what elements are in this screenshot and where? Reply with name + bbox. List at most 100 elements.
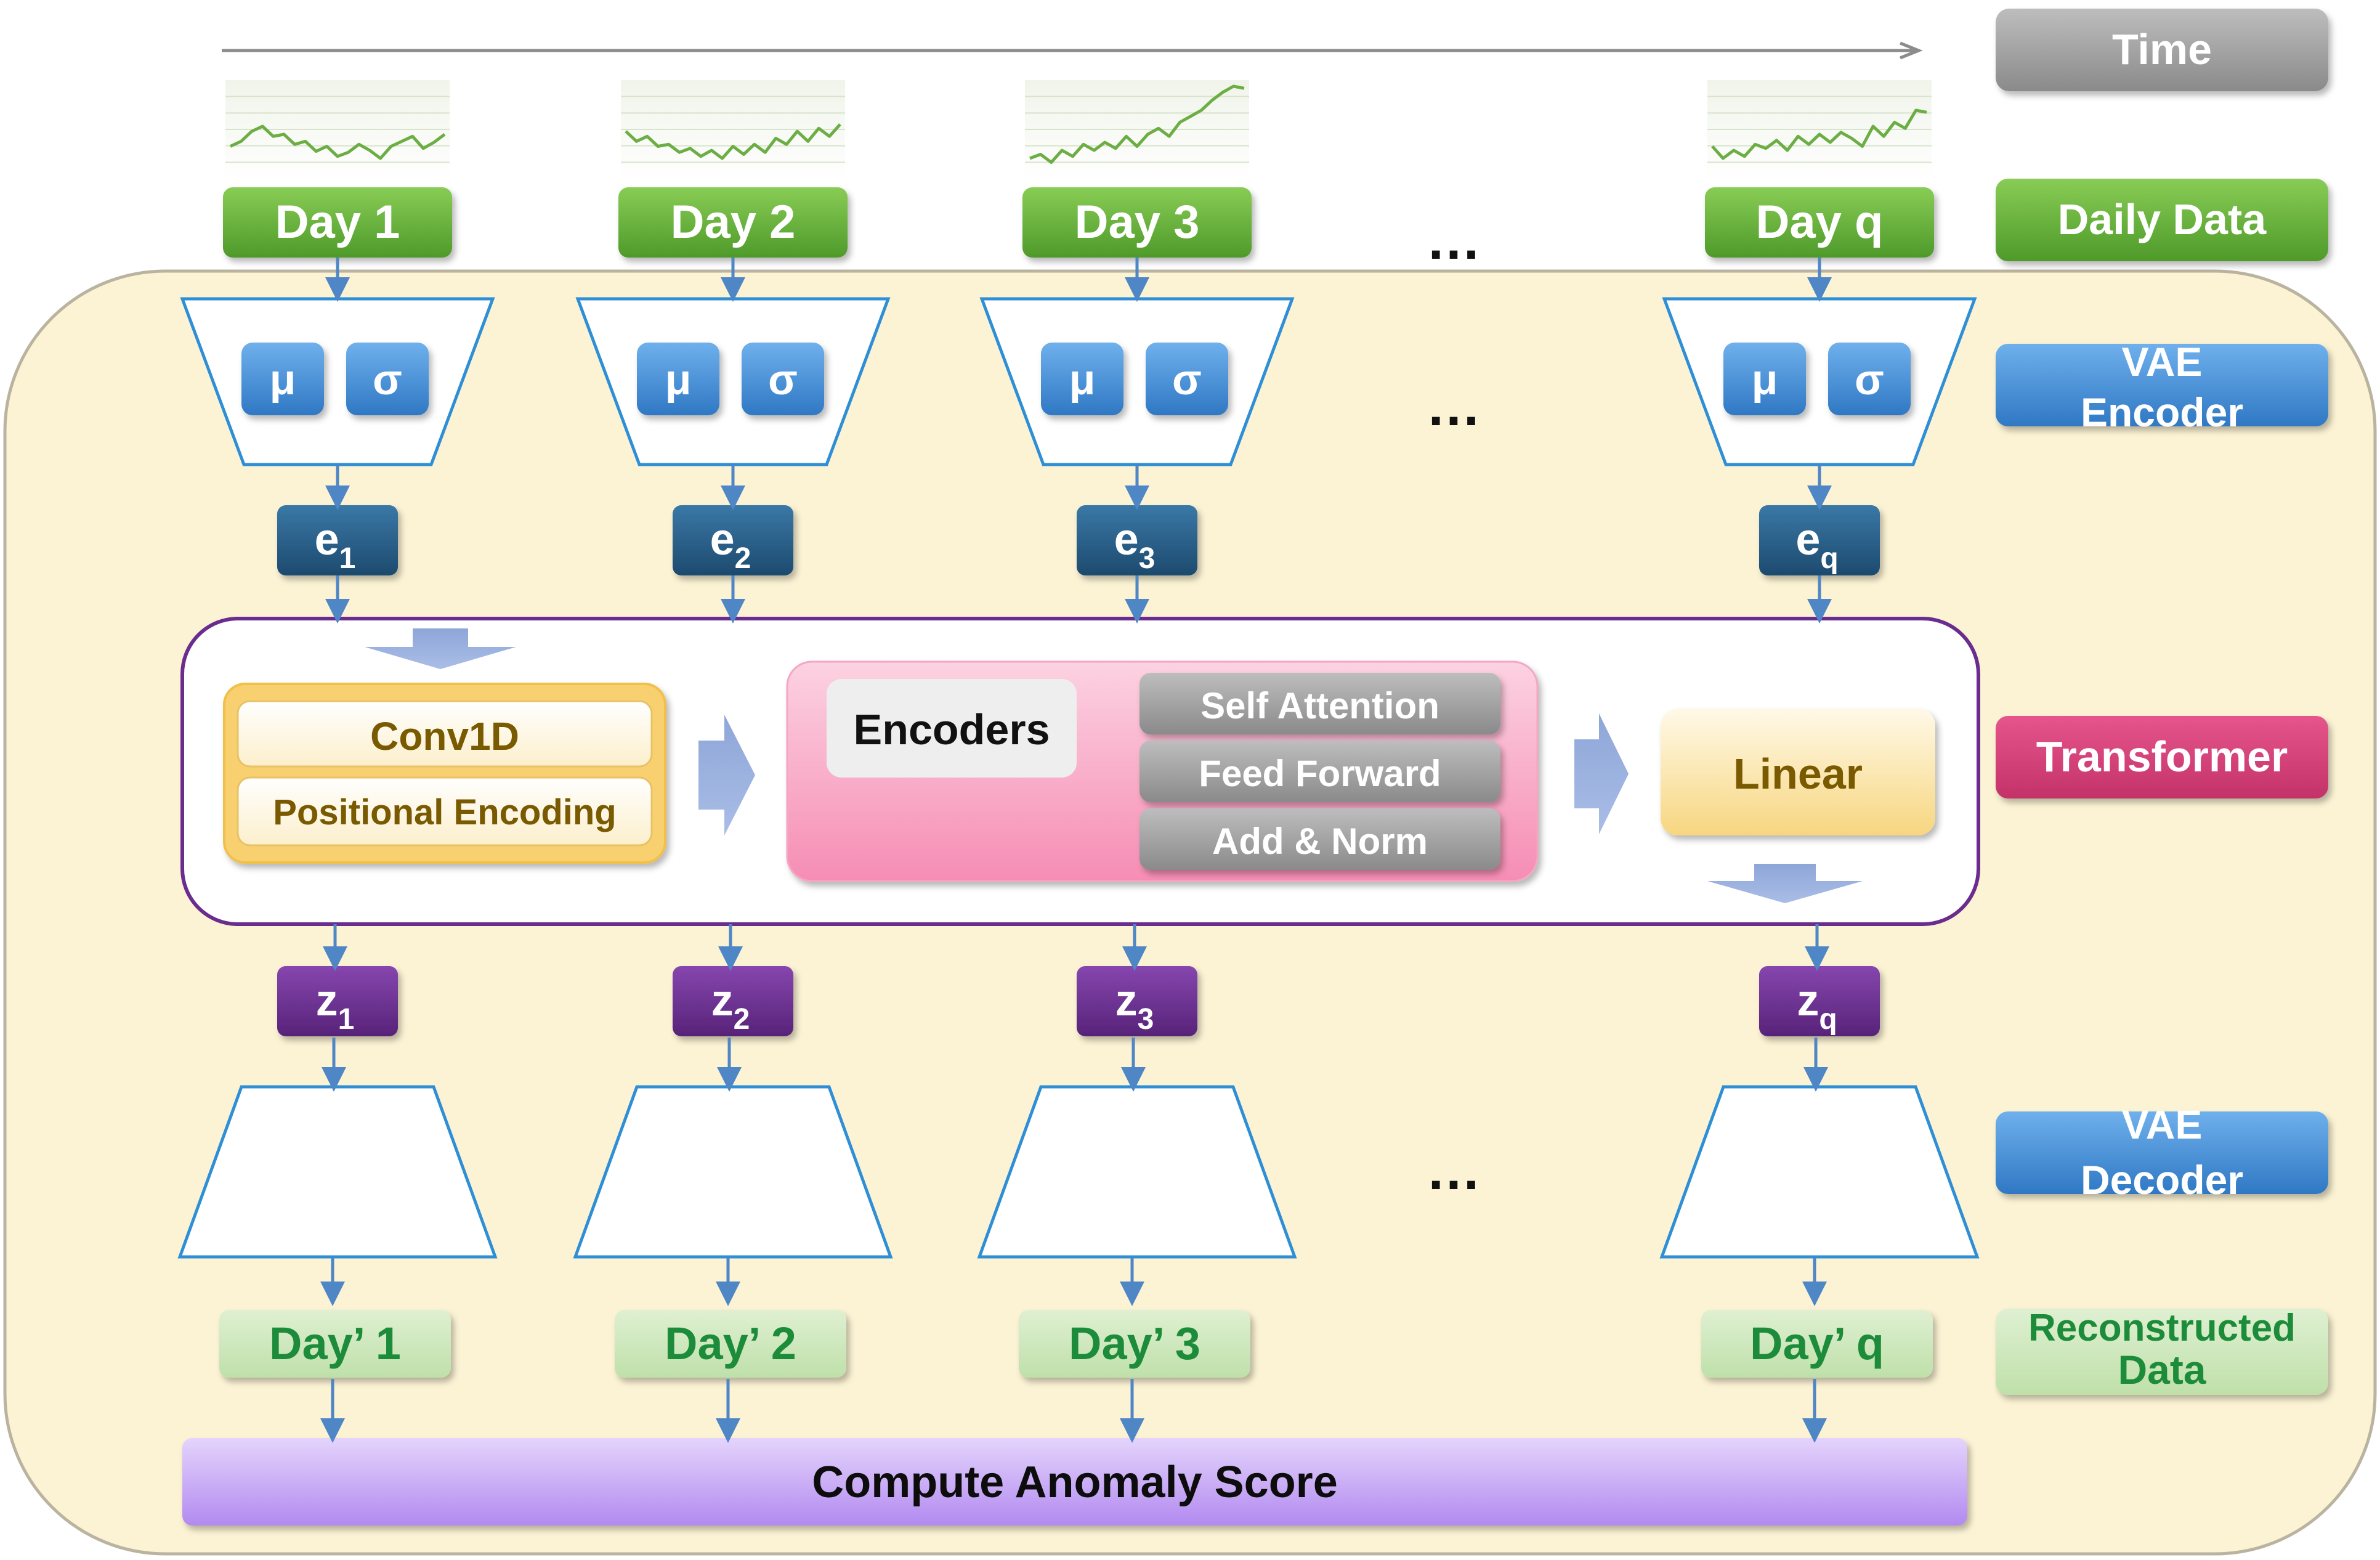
vae-encoder-shape [575,297,891,466]
latent-label: z1 [316,976,355,1036]
embedding-box-bg [1759,505,1880,575]
vae-encoder-shape [180,297,495,466]
embedding-box: e2 [673,505,793,575]
day-box: Day 3 [1022,187,1252,258]
reconstructed-box: Day’ q [1701,1310,1933,1378]
latent-box: zq [1759,966,1880,1036]
latent-box-bg [277,966,398,1036]
latent-label-subscript: q [1819,1003,1837,1036]
mu-box: μ [1041,343,1123,415]
add-norm-box: Add & Norm [1139,808,1500,870]
mu-symbol: μ [1069,355,1096,404]
embedding-box: e1 [277,505,398,575]
latent-box-bg [1759,966,1880,1036]
day-label: Day 2 [671,196,796,248]
mu-symbol: μ [1752,355,1778,404]
svg-text:Time: Time [2112,25,2212,73]
latent-label-subscript: 2 [734,1003,750,1036]
svg-text:Compute Anomaly Score: Compute Anomaly Score [812,1458,1338,1507]
legend-time: Time [1996,9,2328,91]
reconstructed-box: Day’ 2 [615,1310,846,1378]
positional-encoding-box: Positional Encoding [237,776,653,847]
reconstructed-box-bg [1701,1310,1933,1378]
latent-label-base: z [711,976,734,1025]
day-label: Day 3 [1075,196,1200,248]
vae-encoder-shape [979,297,1295,466]
embedding-label-subscript: 3 [1139,542,1156,575]
mu-box: μ [637,343,719,415]
daily-sparkline [1707,80,1932,179]
reconstructed-box: Day’ 1 [219,1310,451,1378]
sigma-symbol: σ [1855,355,1884,404]
svg-text:Self Attention: Self Attention [1200,685,1439,726]
embedding-label: e1 [315,515,356,575]
latent-label: zq [1797,976,1837,1036]
day-box-bg [1022,187,1252,258]
mu-symbol: μ [665,355,692,404]
ellipsis-encoder: … [1426,376,1481,437]
vae-decoder-shape [573,1085,893,1259]
vae-decoder-shape [977,1085,1297,1259]
day-box-bg [618,187,848,258]
embedding-label: e2 [710,515,751,575]
daily-sparkline [621,80,845,179]
svg-text:Conv1D: Conv1D [370,714,519,758]
day-box-bg [1705,187,1934,258]
latent-box: z1 [277,966,398,1036]
embedding-box-bg [673,505,793,575]
embedding-label-subscript: q [1820,542,1838,575]
svg-text:VAE: VAE [2122,1102,2203,1147]
time-arrowhead [1900,41,1923,60]
reconstructed-label: Day’ q [1750,1318,1884,1369]
latent-label-base: z [1115,976,1138,1025]
latent-box-bg [673,966,793,1036]
svg-text:VAE: VAE [2122,339,2203,384]
mu-box-bg [637,343,719,415]
reconstructed-label: Day’ 3 [1069,1318,1200,1369]
vae-encoder-shape [1662,297,1977,466]
feed-forward-box: Feed Forward [1139,741,1500,802]
transformer-input-arrow [365,628,516,669]
sigma-symbol: σ [768,355,798,404]
daily-sparkline [1025,80,1249,179]
embedding-box: eq [1759,505,1880,575]
day-box-bg [223,187,452,258]
sigma-symbol: σ [373,355,402,404]
latent-label-base: z [1797,976,1819,1025]
day-label: Day 1 [275,196,400,248]
sparkline-series [229,124,446,160]
svg-text:Linear: Linear [1733,750,1863,798]
svg-text:Transformer: Transformer [2036,733,2288,781]
sigma-box-bg [742,343,824,415]
embedding-label: eq [1795,515,1838,575]
legend-vae-decoder: VAE Decoder [1996,1102,2328,1203]
svg-text:Decoder: Decoder [2081,1157,2243,1203]
latent-label-subscript: 1 [338,1003,355,1036]
mu-box-bg [241,343,324,415]
sparkline-series [1711,108,1927,160]
vae-decoder-shape [177,1085,498,1259]
sigma-box-bg [1146,343,1228,415]
reconstructed-box: Day’ 3 [1019,1310,1250,1378]
day-box: Day 2 [618,187,848,258]
daily-sparkline [225,80,450,179]
latent-label: z3 [1115,976,1154,1036]
svg-text:Reconstructed: Reconstructed [2028,1307,2296,1349]
embedding-label-subscript: 2 [735,542,751,575]
encoders-label-box: Encoders [827,679,1077,778]
reconstructed-box-bg [615,1310,846,1378]
svg-text:Encoder: Encoder [2081,389,2243,435]
embedding-label-base: e [710,515,735,564]
ellipsis-decoder: … [1426,1140,1481,1201]
reconstructed-label: Day’ 2 [665,1318,796,1369]
conv1d-box: Conv1D [237,700,653,768]
sparkline-series [625,123,841,160]
flow-arrow-encoders-to-linear [1574,713,1629,834]
embedding-label-base: e [1795,515,1820,564]
reconstructed-box-bg [219,1310,451,1378]
linear-box: Linear [1661,709,1935,835]
